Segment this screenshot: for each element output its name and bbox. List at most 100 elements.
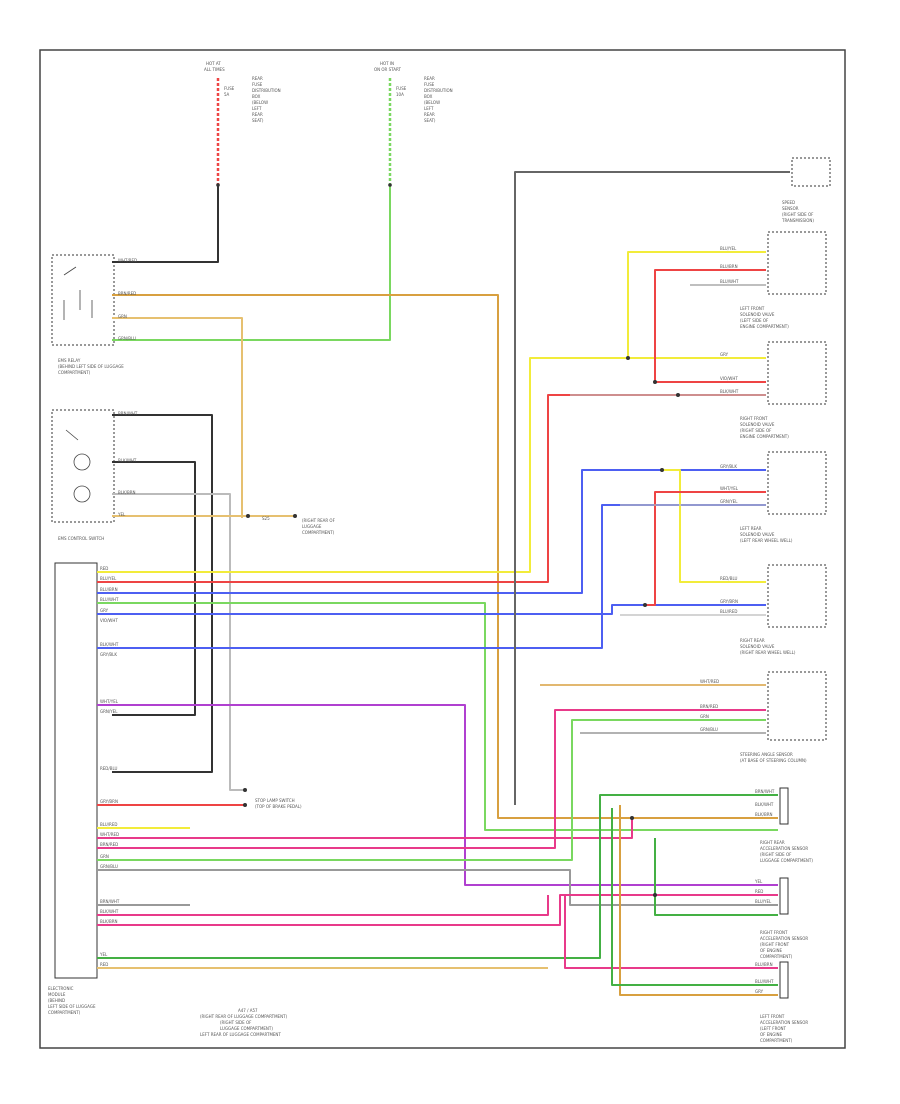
wire-blue-lr2 xyxy=(97,504,766,649)
ems-control-switch: EMS CONTROL SWITCH xyxy=(51,409,115,541)
svg-text:ACCELERATION SENSOR: ACCELERATION SENSOR xyxy=(760,1020,808,1025)
wire-name-label: RED/BLU xyxy=(100,766,118,771)
svg-text:LEFT FRONT: LEFT FRONT xyxy=(740,306,765,311)
wire-name-label: WHT/RED xyxy=(700,679,719,684)
wire-name-label: BRN/RED xyxy=(700,704,718,709)
svg-text:RIGHT FRONT: RIGHT FRONT xyxy=(740,416,768,421)
svg-text:ENGINE COMPARTMENT): ENGINE COMPARTMENT) xyxy=(740,324,789,329)
wire-name-label: GRY xyxy=(720,352,729,357)
wire-pink xyxy=(97,818,633,839)
svg-text:SOLENOID VALVE: SOLENOID VALVE xyxy=(740,312,775,317)
svg-text:(RIGHT SIDE OF: (RIGHT SIDE OF xyxy=(220,1020,252,1025)
wire-blue-rr xyxy=(97,604,766,615)
stop-lamp-switch: STOP LAMP SWITCH (TOP OF BRAKE PEDAL) xyxy=(255,798,302,809)
steering-angle-sensor: STEERING ANGLE SENSOR (AT BASE OF STEERI… xyxy=(740,671,827,763)
wire-name-label: BLU/YEL xyxy=(100,576,117,581)
svg-text:LEFT REAR: LEFT REAR xyxy=(740,526,762,531)
svg-text:ENGINE COMPARTMENT): ENGINE COMPARTMENT) xyxy=(740,434,789,439)
wire-relay-tan xyxy=(112,317,243,518)
wire-name-label: BLU/RED xyxy=(720,609,737,614)
wire-name-label: GRY/BLK xyxy=(720,464,737,469)
svg-text:LUGGAGE: LUGGAGE xyxy=(302,524,322,529)
svg-text:(RIGHT REAR WHEEL WELL): (RIGHT REAR WHEEL WELL) xyxy=(740,650,796,655)
electronic-module: ELECTRONIC MODULE (BEHIND LEFT SIDE OF L… xyxy=(48,562,98,1015)
wire-gray-rr xyxy=(97,869,778,906)
svg-text:(TOP OF BRAKE PEDAL): (TOP OF BRAKE PEDAL) xyxy=(255,804,302,809)
svg-text:(RIGHT REAR OF LUGGAGE COMPART: (RIGHT REAR OF LUGGAGE COMPARTMENT) xyxy=(200,1014,288,1019)
svg-text:(RIGHT SIDE OF: (RIGHT SIDE OF xyxy=(740,428,772,433)
wire-red-lf xyxy=(654,269,766,382)
wire-name-label: BLU/YEL xyxy=(720,246,737,251)
wire-name-label: BLU/WHT xyxy=(100,597,119,602)
wire-blue-lr xyxy=(97,469,766,594)
wire-relay-orange xyxy=(112,294,778,819)
splice-s25: S25 (RIGHT REAR OF LUGGAGE COMPARTMENT) xyxy=(246,514,336,535)
diagram-border xyxy=(39,49,846,1049)
wire-pink-2 xyxy=(97,895,549,916)
svg-text:LEFT REAR OF LUGGAGE COMPARTME: LEFT REAR OF LUGGAGE COMPARTMENT xyxy=(200,1032,281,1037)
svg-text:(LEFT REAR WHEEL WELL): (LEFT REAR WHEEL WELL) xyxy=(740,538,793,543)
wire-name-label: BLK/WHT xyxy=(720,389,739,394)
svg-text:REAR: REAR xyxy=(252,112,263,117)
svg-text:SOLENOID VALVE: SOLENOID VALVE xyxy=(740,422,775,427)
wire-name-label: YEL xyxy=(99,952,108,957)
wire-name-label: GRY/BLK xyxy=(100,652,117,657)
left-front-accel-sensor: LEFT FRONT ACCELERATION SENSOR (LEFT FRO… xyxy=(760,961,808,1043)
wire-name-label: GRN/YEL xyxy=(720,499,738,504)
junction-dots xyxy=(243,356,680,897)
wire-pink-3 xyxy=(97,894,778,926)
svg-text:LEFT SIDE OF LUGGAGE: LEFT SIDE OF LUGGAGE xyxy=(48,1004,96,1009)
wire-name-label: GRN xyxy=(100,854,109,859)
svg-text:COMPARTMENT): COMPARTMENT) xyxy=(48,1010,81,1015)
svg-text:RIGHT REAR: RIGHT REAR xyxy=(740,638,765,643)
wire-name-label: GRN/YEL xyxy=(100,709,118,714)
wire-red-rf xyxy=(97,394,766,583)
svg-text:SEAT): SEAT) xyxy=(424,118,436,123)
svg-text:RIGHT FRONT: RIGHT FRONT xyxy=(760,930,788,935)
wire-name-label: BRN/RED xyxy=(118,291,136,296)
wire-name-label: BLK/BRN xyxy=(755,812,772,817)
wire-violet xyxy=(97,704,778,886)
svg-text:(LEFT SIDE OF: (LEFT SIDE OF xyxy=(740,318,769,323)
wire-name-label: BRN/WHT xyxy=(118,411,138,416)
wire-orange-lf xyxy=(619,805,778,996)
svg-text:(AT BASE OF STEERING COLUMN): (AT BASE OF STEERING COLUMN) xyxy=(740,758,807,763)
wire-green xyxy=(97,794,778,959)
svg-text:(BEHIND: (BEHIND xyxy=(48,998,65,1003)
svg-text:LEFT FRONT: LEFT FRONT xyxy=(760,1014,785,1019)
svg-text:SPEED: SPEED xyxy=(782,200,795,205)
svg-text:STEERING ANGLE SENSOR: STEERING ANGLE SENSOR xyxy=(740,752,793,757)
wire-name-label: BLK/WHT xyxy=(100,909,119,914)
svg-text:10A: 10A xyxy=(396,92,404,97)
svg-text:COMPARTMENT): COMPARTMENT) xyxy=(760,954,793,959)
svg-text:REAR: REAR xyxy=(424,76,435,81)
wire-yellow-rr xyxy=(662,469,766,583)
wire-name-label: GRY xyxy=(100,608,109,613)
wire-red-lr xyxy=(645,491,766,606)
svg-text:FUSE: FUSE xyxy=(396,86,407,91)
svg-text:EMS RELAY: EMS RELAY xyxy=(58,358,81,363)
wire-name-label: GRN xyxy=(118,314,127,319)
svg-text:ON OR START: ON OR START xyxy=(374,67,402,72)
left-rear-solenoid: LEFT REAR SOLENOID VALVE (LEFT REAR WHEE… xyxy=(740,451,827,543)
svg-text:A47 / A57: A47 / A57 xyxy=(238,1008,258,1013)
wire-name-label: BLU/BRN xyxy=(720,264,738,269)
svg-text:COMPARTMENT): COMPARTMENT) xyxy=(302,530,335,535)
speed-sensor: SPEED SENSOR (RIGHT SIDE OF TRANSMISSION… xyxy=(781,157,831,223)
svg-text:ACCELERATION SENSOR: ACCELERATION SENSOR xyxy=(760,846,808,851)
svg-text:ACCELERATION SENSOR: ACCELERATION SENSOR xyxy=(760,936,808,941)
svg-text:TRANSMISSION): TRANSMISSION) xyxy=(781,218,814,223)
wire-name-label: WHT/RED xyxy=(100,832,119,837)
wire-name-label: WHT/YEL xyxy=(100,699,119,704)
svg-text:(BELOW: (BELOW xyxy=(424,100,440,105)
svg-text:HOT AT: HOT AT xyxy=(206,61,221,66)
ems-relay: EMS RELAY (BEHIND LEFT SIDE OF LUGGAGE C… xyxy=(51,254,124,375)
svg-text:ALL TIMES: ALL TIMES xyxy=(204,67,225,72)
wire-name-label: VIO/WHT xyxy=(100,618,118,623)
svg-text:HOT IN: HOT IN xyxy=(380,61,394,66)
right-rear-solenoid: RIGHT REAR SOLENOID VALVE (RIGHT REAR WH… xyxy=(740,564,827,655)
svg-text:LEFT: LEFT xyxy=(424,106,434,111)
svg-text:5A: 5A xyxy=(224,92,230,97)
wire-name-label: BLK/WHT xyxy=(755,802,774,807)
